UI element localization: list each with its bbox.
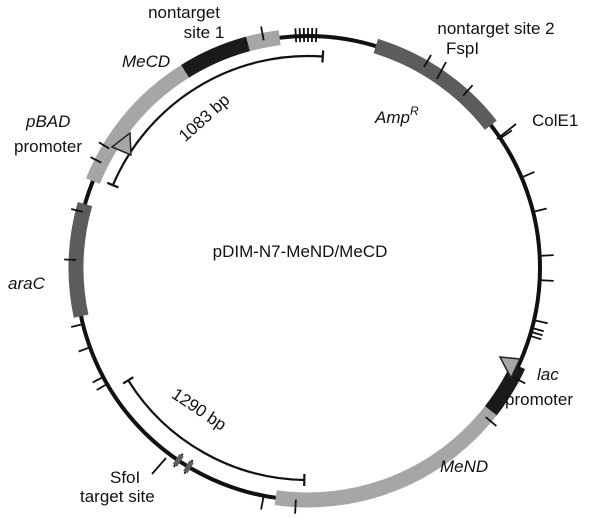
plasmid-name: pDIM-N7-MeND/MeCD (213, 242, 388, 261)
site-ticks (64, 26, 554, 514)
site-tick (531, 327, 544, 333)
nontarget-site-1-label-line2: site 1 (184, 23, 225, 42)
cole1-label: ColE1 (532, 111, 578, 130)
pbad-promoter-label: promoter (14, 137, 82, 156)
mecd-label: MeCD (122, 52, 170, 71)
site-tick (512, 376, 526, 385)
site-tick (70, 208, 84, 213)
feature-arcs (68, 30, 526, 508)
nontarget-site-1-label-line1: nontarget (148, 3, 220, 22)
site-tick (521, 171, 535, 179)
ampr-arc (373, 38, 497, 130)
site-tick (92, 376, 104, 384)
lac-label: lac (537, 365, 559, 384)
site-tick (529, 334, 542, 341)
nontarget-site-2-label: nontarget site 2 (437, 19, 554, 38)
bracket-1290bp (127, 379, 305, 482)
site-tick (298, 28, 301, 43)
lac-dark-arc (484, 362, 526, 416)
site-tick (78, 346, 91, 353)
bracket-1083bp (111, 54, 323, 186)
site-tick (98, 141, 110, 150)
site-tick (294, 499, 297, 514)
site-tick (294, 28, 298, 43)
lac-promoter-arrow (498, 356, 522, 380)
site-tick (315, 28, 318, 43)
site-tick (533, 319, 548, 325)
site-tick (532, 207, 547, 213)
bracket-1083bp-cap (321, 50, 325, 63)
sfoi-callout-line (151, 457, 167, 475)
pbad-arc (85, 141, 118, 185)
pbad-promoter-arrow (110, 131, 132, 157)
sfoi-label: SfoI (110, 468, 140, 487)
site-tick (539, 279, 554, 282)
mecd-dark-arc (181, 36, 251, 78)
sfoi-target-site-label: target site (80, 487, 155, 506)
distance-1290-label: 1290 bp (168, 384, 230, 434)
pbad-label: pBAD (25, 112, 70, 131)
arac-arc (68, 202, 93, 318)
site-tick (485, 416, 497, 427)
bracket-1083bp-cap (106, 181, 119, 189)
mecd-light-arc (104, 64, 190, 150)
ampr-label: AmpR (374, 104, 419, 127)
site-tick (90, 156, 102, 164)
site-tick (70, 323, 84, 328)
cole1-callout-line (496, 123, 517, 140)
site-tick (96, 383, 108, 391)
site-tick (530, 331, 543, 337)
sfoi-marker-2 (172, 453, 184, 467)
ampr-superscript: R (410, 104, 419, 118)
site-tick (260, 495, 265, 510)
site-tick (462, 84, 474, 97)
bracket-1290bp-cap (122, 376, 134, 385)
lac-promoter-label: promoter (505, 390, 573, 409)
site-tick (423, 54, 432, 68)
mend-arc (274, 406, 497, 508)
fspi-label: FspI (446, 39, 479, 58)
arac-label: araC (8, 274, 46, 293)
fspi-callout-line (436, 61, 447, 80)
sfoi-marker-1 (183, 460, 194, 474)
distance-1083-label: 1083 bp (175, 90, 233, 145)
mend-label: MeND (440, 457, 488, 476)
site-tick (499, 129, 513, 140)
site-tick (539, 254, 554, 257)
site-tick (260, 26, 265, 41)
